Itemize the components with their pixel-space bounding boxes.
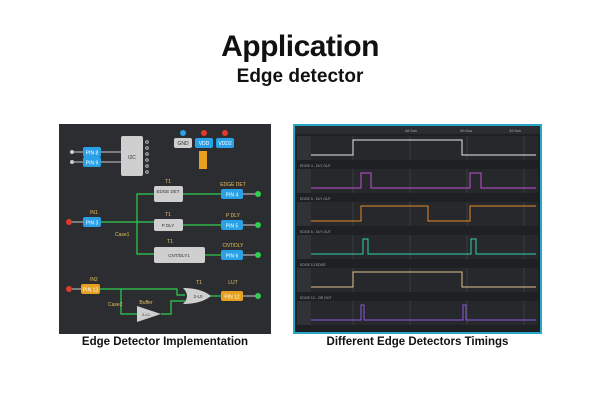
channel-label: EDGE 6 - DLY OUT (300, 230, 332, 234)
t-label: T1 (165, 212, 171, 218)
schematic-caption: Edge Detector Implementation (81, 336, 249, 348)
in2-label: IN2 (90, 277, 98, 283)
pin3-label: PIN 3 (86, 221, 99, 227)
vdd-connector (199, 151, 207, 169)
lut-gate-label: 2-L0 (193, 294, 203, 299)
out-label: LUT (228, 280, 237, 286)
edge-detector-schematic: PIN 8 PIN 9 I2C GND VDD (59, 124, 271, 334)
channel-label: EDGE 5 - DLY OUT (300, 197, 332, 201)
waveform (311, 271, 536, 288)
pin9-label: PIN 9 (86, 161, 99, 167)
buffer-block-label: 2-L1 (142, 312, 151, 317)
time-ruler (295, 126, 540, 134)
pin6-box[interactable] (221, 250, 243, 260)
out-label: P DLY (226, 213, 241, 219)
output-lut: LUT PIN 12 (221, 280, 261, 301)
schematic-canvas: PIN 8 PIN 9 I2C GND VDD (66, 130, 261, 322)
gnd-box[interactable] (174, 138, 192, 148)
timing-channel: EDGE 4 - DLY OUT (297, 164, 538, 193)
edge-det-label: EDGE DET (156, 189, 179, 194)
p-dly-block[interactable]: T1 P DLY (154, 212, 183, 231)
case2-label: Case2 (108, 302, 123, 308)
vdd-box[interactable] (195, 138, 213, 148)
pin5-label: PIN 5 (226, 224, 239, 230)
vdd-dot (201, 130, 207, 136)
timing-channel: EDGE 12 - OR OUT (297, 296, 538, 325)
channel-label: EDGE 12 - OR OUT (300, 296, 332, 300)
edge-det-block[interactable]: T1 EDGE DET (154, 179, 183, 202)
in1-label: IN1 (90, 210, 98, 216)
cnt-dly-label: CNT/DLY1 (168, 253, 190, 258)
pin13-box[interactable] (81, 284, 100, 294)
out-dot (255, 222, 261, 228)
buffer-label: Buffer (139, 300, 153, 306)
pin-dot (70, 150, 74, 154)
pin8-box[interactable] (83, 147, 101, 157)
vdd2-label: VDD2 (218, 141, 232, 147)
vdd2-dot (222, 130, 228, 136)
power-blocks: GND VDD VDD2 (174, 130, 234, 169)
waveform (311, 205, 536, 222)
ruler-label: 48.5us (405, 128, 417, 133)
pin12-box[interactable] (221, 291, 243, 301)
pin12-label: PIN 12 (224, 295, 240, 301)
input1: IN1 PIN 3 Case1 (66, 210, 130, 238)
waveform (311, 304, 536, 321)
timing-channel: EDGE 13 EDGE (297, 263, 538, 292)
gnd-label: GND (177, 141, 189, 147)
timing-canvas: 48.5us 49.5us 49.5us EDGE 4 - DLY OUT E (295, 126, 540, 325)
cnt-dly-block[interactable]: T1 CNT/DLY1 (154, 239, 205, 263)
out-dot (255, 191, 261, 197)
out-label: EDGE DET (220, 182, 246, 188)
waveform (311, 238, 536, 255)
t-label: T1 (167, 239, 173, 245)
buffer-block[interactable]: Buffer 2-L1 (137, 300, 161, 322)
in2-dot (66, 286, 72, 292)
vdd-label: VDD (199, 141, 210, 147)
page-subtitle: Edge detector (236, 66, 364, 87)
timing-channel: EDGE 6 - DLY OUT (297, 230, 538, 259)
pin4-box[interactable] (221, 189, 243, 199)
input2: IN2 PIN 13 Case2 (66, 277, 123, 308)
pin8-label: PIN 8 (86, 151, 99, 157)
out-label: CNT/DLY (222, 243, 244, 249)
page-title: Application (221, 30, 379, 63)
vdd2-box[interactable] (216, 138, 234, 148)
channel-label: EDGE 4 - DLY OUT (300, 164, 332, 168)
pin-dot (70, 160, 74, 164)
output-cnt-dly: CNT/DLY PIN 6 (221, 243, 261, 260)
timing-diagram: 48.5us 49.5us 49.5us EDGE 4 - DLY OUT E (293, 124, 542, 334)
t-label: T1 (165, 179, 171, 185)
timing-channel: EDGE 5 - DLY OUT (297, 197, 538, 226)
lut-or-gate[interactable]: T1 2-L0 (183, 280, 211, 304)
pin3-box[interactable] (83, 217, 101, 227)
in1-dot (66, 219, 72, 225)
i2c-block[interactable]: I2C (121, 136, 149, 176)
out-dot (255, 252, 261, 258)
output-p-dly: P DLY PIN 5 (221, 213, 261, 230)
ruler-label: 49.5us (460, 128, 472, 133)
i2c-label: I2C (128, 155, 136, 161)
p-dly-label: P DLY (162, 223, 175, 228)
green-wires (100, 193, 221, 315)
waveform (311, 172, 536, 189)
pin5-box[interactable] (221, 220, 243, 230)
pin13-label: PIN 13 (83, 288, 99, 294)
channel-label: EDGE 13 EDGE (300, 263, 326, 267)
timing-caption: Different Edge Detectors Timings (326, 336, 509, 348)
gnd-dot (180, 130, 186, 136)
ruler-label: 49.5us (509, 128, 521, 133)
out-dot (255, 293, 261, 299)
t-label: T1 (196, 280, 202, 286)
top-pins: PIN 8 PIN 9 (70, 147, 127, 167)
waveform (311, 139, 536, 156)
pin4-label: PIN 4 (226, 193, 239, 199)
output-edge-det: EDGE DET PIN 4 (220, 182, 261, 199)
pin6-label: PIN 6 (226, 254, 239, 260)
timing-channel (297, 136, 538, 160)
case1-label: Case1 (115, 232, 130, 238)
pin9-box[interactable] (83, 157, 101, 167)
